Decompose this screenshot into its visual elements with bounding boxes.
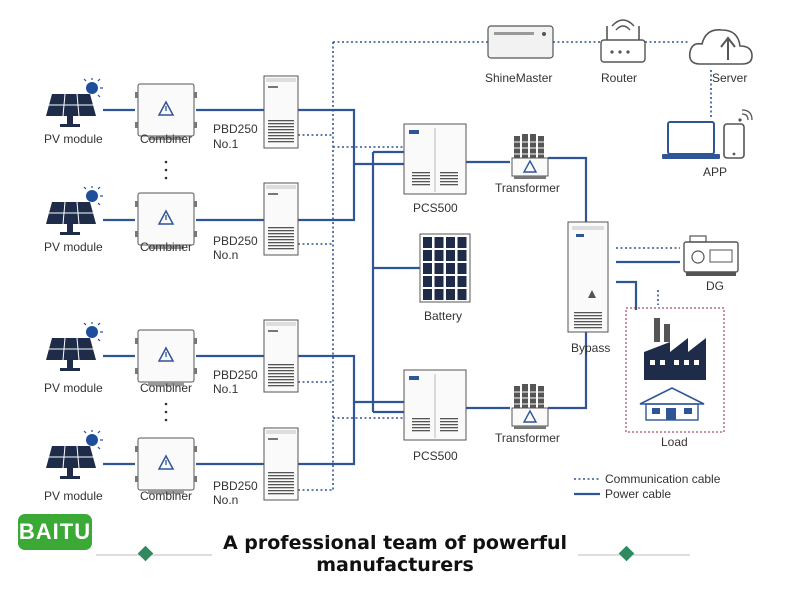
transformer-label-bottom: Transformer [495, 431, 560, 445]
battery-cell [434, 250, 444, 261]
communication-cables [298, 41, 712, 492]
pbd-no-label-4: No.n [213, 493, 238, 507]
battery-cell [434, 263, 444, 274]
battery-cell [423, 237, 432, 248]
pv-module-1 [45, 77, 104, 128]
baitu-logo: BAITU [18, 514, 92, 550]
pbd250-3 [263, 319, 299, 393]
pbd-label-4: PBD250 [213, 479, 258, 493]
pv-module-label-3: PV module [44, 381, 103, 395]
legend-communication: Communication cable [605, 472, 721, 486]
battery-cell [457, 250, 467, 261]
pbd250-2 [263, 182, 299, 256]
battery-label: Battery [424, 309, 462, 323]
house-icon [639, 387, 705, 421]
bypass-cabinet [567, 221, 609, 333]
pcs-label-bottom: PCS500 [413, 449, 458, 463]
power-cables [103, 108, 680, 466]
wifi-icon [738, 109, 753, 122]
battery-cell [446, 250, 455, 261]
pv-module-label-1: PV module [44, 132, 103, 146]
combiner-4 [134, 437, 198, 495]
battery-cell [446, 237, 455, 248]
shinemaster-icon [487, 25, 554, 59]
pbd250-4 [263, 427, 299, 501]
combiner-3 [134, 329, 198, 387]
laptop-icon [662, 121, 720, 159]
pv-module-4 [45, 429, 104, 480]
factory-icon [644, 318, 706, 380]
pbd-label-1: PBD250 [213, 122, 258, 136]
dg-label: DG [706, 279, 724, 293]
pbd-label-3: PBD250 [213, 368, 258, 382]
pbd-label-2: PBD250 [213, 234, 258, 248]
pbd-no-label-2: No.n [213, 248, 238, 262]
battery-cell [446, 289, 455, 300]
battery-cell [434, 237, 444, 248]
pbd-no-label-1: No.1 [213, 137, 239, 151]
battery-cell [434, 276, 444, 287]
battery-cell [446, 263, 455, 274]
battery-cell [423, 250, 432, 261]
app-label: APP [703, 165, 727, 179]
combiner-label-3: Combiner [140, 381, 192, 395]
tagline-line-2: manufacturers [316, 554, 474, 576]
transformer-label-top: Transformer [495, 181, 560, 195]
bypass-label: Bypass [571, 341, 610, 355]
combiner-label-1: Combiner [140, 132, 192, 146]
battery-icon [419, 233, 471, 303]
ellipsis-dots [164, 160, 168, 422]
pv-module-2 [45, 185, 104, 236]
legend: Communication cable Power cable [574, 472, 721, 501]
battery-cell [457, 276, 467, 287]
server-label: Server [712, 71, 747, 85]
battery-cell [423, 263, 432, 274]
tagline: A professional team of powerful manufact… [160, 532, 630, 576]
pv-module-3 [45, 321, 104, 372]
battery-cell [423, 289, 432, 300]
server-cloud-icon [688, 28, 753, 65]
shinemaster-label: ShineMaster [485, 71, 552, 85]
battery-cell [446, 276, 455, 287]
pv-module-label-2: PV module [44, 240, 103, 254]
pcs500-bottom [403, 369, 467, 441]
pcs500-top [403, 123, 467, 195]
combiner-label-4: Combiner [140, 489, 192, 503]
router-label: Router [601, 71, 637, 85]
load-group [625, 307, 725, 433]
tagline-line-1: A professional team of powerful [222, 532, 568, 554]
footer-decoration [96, 545, 690, 562]
load-label: Load [661, 435, 688, 449]
transformer-top [511, 133, 549, 180]
battery-cell [423, 276, 432, 287]
battery-cell [457, 289, 467, 300]
pv-module-label-4: PV module [44, 489, 103, 503]
battery-cell [457, 237, 467, 248]
pcs-label-top: PCS500 [413, 201, 458, 215]
legend-power: Power cable [605, 487, 671, 501]
router-icon [600, 19, 646, 63]
battery-cell [434, 289, 444, 300]
generator-icon [683, 235, 739, 276]
phone-icon [723, 123, 745, 159]
combiner-label-2: Combiner [140, 240, 192, 254]
transformer-bottom [511, 383, 549, 430]
pbd-no-label-3: No.1 [213, 382, 239, 396]
battery-cell [457, 263, 467, 274]
pbd250-1 [263, 75, 299, 149]
